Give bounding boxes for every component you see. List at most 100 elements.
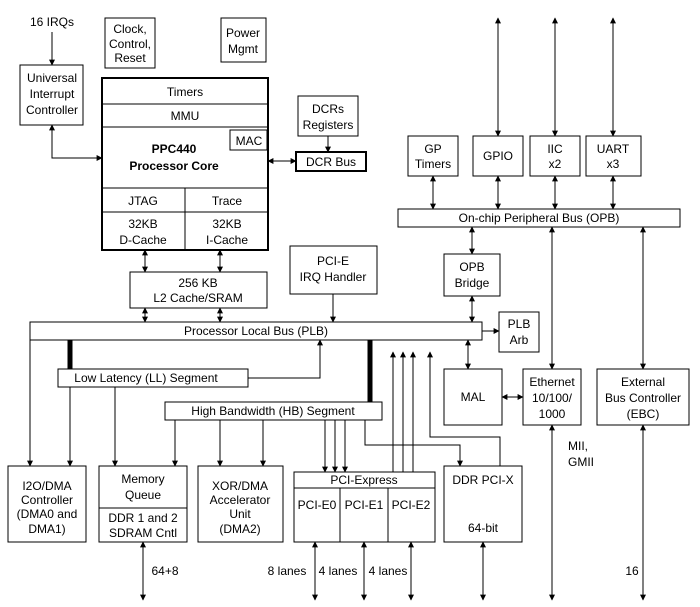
l2-label-2: L2 Cache/SRAM: [153, 291, 242, 305]
plbarb-label-1: PLB: [508, 317, 531, 331]
uart-label-1: UART: [597, 142, 630, 156]
ddrpcix-label: DDR PCI-X: [452, 473, 513, 487]
i2o-label-4: DMA1): [28, 522, 65, 536]
dcache-label-2: D-Cache: [119, 233, 167, 247]
opb-label: On-chip Peripheral Bus (OPB): [459, 211, 620, 225]
icache-label-2: I-Cache: [206, 233, 248, 247]
opb-bridge-box: OPB Bridge: [443, 253, 501, 297]
ddr-pcix-box: DDR PCI-X 64-bit: [443, 465, 523, 543]
opbbridge-label-1: OPB: [459, 260, 484, 274]
uart-box: UART x3: [585, 135, 642, 177]
ethernet-label-2: 10/100/: [532, 391, 573, 405]
hb-segment-box: High Bandwidth (HB) Segment: [164, 401, 383, 421]
icache-label-1: 32KB: [212, 217, 241, 231]
uic-label-3: Controller: [26, 103, 78, 117]
mii-label-2: GMII: [568, 455, 594, 469]
memq-label-1: Memory: [121, 472, 164, 486]
gptimers-label-2: Timers: [415, 157, 451, 171]
mii-label-1: MII,: [568, 439, 588, 453]
pcie1-label: PCI-E1: [345, 498, 384, 512]
gpio-label: GPIO: [483, 149, 513, 163]
jtag-label: JTAG: [128, 194, 158, 208]
clock-control-reset-box: Clock, Control, Reset: [104, 17, 156, 69]
lanes8-label: 8 lanes: [268, 564, 307, 578]
uic-box: Universal Interrupt Controller: [19, 64, 84, 126]
pcie-irq-handler-box: PCI-E IRQ Handler: [289, 245, 378, 295]
plb-label: Processor Local Bus (PLB): [184, 324, 328, 338]
pm-label-1: Power: [226, 26, 260, 40]
processor-core-label: Processor Core: [129, 159, 219, 173]
ll-segment-box: Low Latency (LL) Segment: [57, 368, 249, 388]
xor-label-4: (DMA2): [219, 522, 260, 536]
ppc440-core-box: Timers MMU MAC PPC440 Processor Core JTA…: [101, 77, 269, 251]
dcrbus-label: DCR Bus: [306, 155, 356, 169]
ebc-label-3: (EBC): [627, 407, 660, 421]
opbbridge-label-2: Bridge: [455, 276, 490, 290]
timers-label: Timers: [167, 85, 203, 99]
plb-bus-box: Processor Local Bus (PLB): [29, 321, 483, 341]
pcie2-label: PCI-E2: [392, 498, 431, 512]
l2-label-1: 256 KB: [178, 276, 217, 290]
lanes4b-label: 4 lanes: [369, 564, 408, 578]
pcieirq-label-1: PCI-E: [317, 254, 349, 268]
ccr-label-1: Clock,: [113, 22, 146, 36]
i2o-label-1: I2O/DMA: [22, 479, 71, 493]
trace-label: Trace: [212, 194, 243, 208]
dcrreg-label-1: DCRs: [312, 102, 344, 116]
ppc440-label: PPC440: [152, 142, 197, 156]
gp-timers-box: GP Timers: [407, 135, 459, 177]
ebc-label-2: Bus Controller: [605, 391, 681, 405]
mac-label: MAC: [236, 134, 263, 148]
memory-queue-box: Memory Queue DDR 1 and 2 SDRAM Cntl: [98, 465, 188, 543]
mal-label: MAL: [461, 390, 486, 404]
bit64-label: 64-bit: [468, 521, 499, 535]
gpio-box: GPIO: [472, 135, 524, 177]
i2o-label-3: (DMA0 and: [17, 507, 78, 521]
lanes4a-label: 4 lanes: [319, 564, 358, 578]
connectors: [27, 17, 646, 601]
iic-label-2: x2: [549, 157, 562, 171]
ll-label: Low Latency (LL) Segment: [74, 371, 218, 385]
mal-box: MAL: [443, 368, 503, 426]
ccr-label-2: Control,: [109, 37, 151, 51]
xor-dma-box: XOR/DMA Accelerator Unit (DMA2): [197, 465, 284, 543]
mem-bits-label: 64+8: [151, 564, 178, 578]
i2o-dma-box: I2O/DMA Controller (DMA0 and DMA1): [7, 465, 87, 543]
dcache-label-1: 32KB: [128, 217, 157, 231]
pcie-label: PCI-Express: [330, 473, 397, 487]
ebc-box: External Bus Controller (EBC): [596, 368, 690, 426]
ddr-label-2: SDRAM Cntl: [109, 526, 177, 540]
gptimers-label-1: GP: [424, 142, 441, 156]
dcr-registers-box: DCRs Registers: [297, 95, 359, 137]
ethernet-label-3: 1000: [539, 407, 566, 421]
ebc-label-1: External: [621, 375, 665, 389]
i2o-label-2: Controller: [21, 493, 73, 507]
pcie0-label: PCI-E0: [298, 498, 337, 512]
opb-bus-box: On-chip Peripheral Bus (OPB): [397, 208, 681, 228]
pcieirq-label-2: IRQ Handler: [300, 270, 367, 284]
plbarb-label-2: Arb: [510, 333, 529, 347]
hb-label: High Bandwidth (HB) Segment: [191, 404, 355, 418]
ebc-bits-label: 16: [625, 564, 639, 578]
dcrreg-label-2: Registers: [303, 118, 354, 132]
ethernet-box: Ethernet 10/100/ 1000: [522, 368, 582, 426]
l2-cache-box: 256 KB L2 Cache/SRAM: [129, 271, 268, 309]
xor-label-2: Accelerator: [210, 493, 271, 507]
uic-label-1: Universal: [27, 71, 77, 85]
power-mgmt-box: Power Mgmt: [220, 17, 267, 63]
xor-label-3: Unit: [229, 507, 251, 521]
ethernet-label-1: Ethernet: [529, 375, 575, 389]
irqs-label: 16 IRQs: [30, 15, 74, 29]
memq-label-2: Queue: [125, 488, 161, 502]
mmu-label: MMU: [171, 109, 200, 123]
pci-express-box: PCI-Express PCI-E0 PCI-E1 PCI-E2: [293, 471, 436, 543]
uart-label-2: x3: [607, 157, 620, 171]
pm-label-2: Mgmt: [228, 42, 259, 56]
xor-label-1: XOR/DMA: [212, 479, 268, 493]
uic-label-2: Interrupt: [30, 87, 75, 101]
plb-arb-box: PLB Arb: [498, 311, 540, 353]
ddr-label-1: DDR 1 and 2: [108, 511, 178, 525]
dcr-bus-box: DCR Bus: [295, 151, 367, 172]
